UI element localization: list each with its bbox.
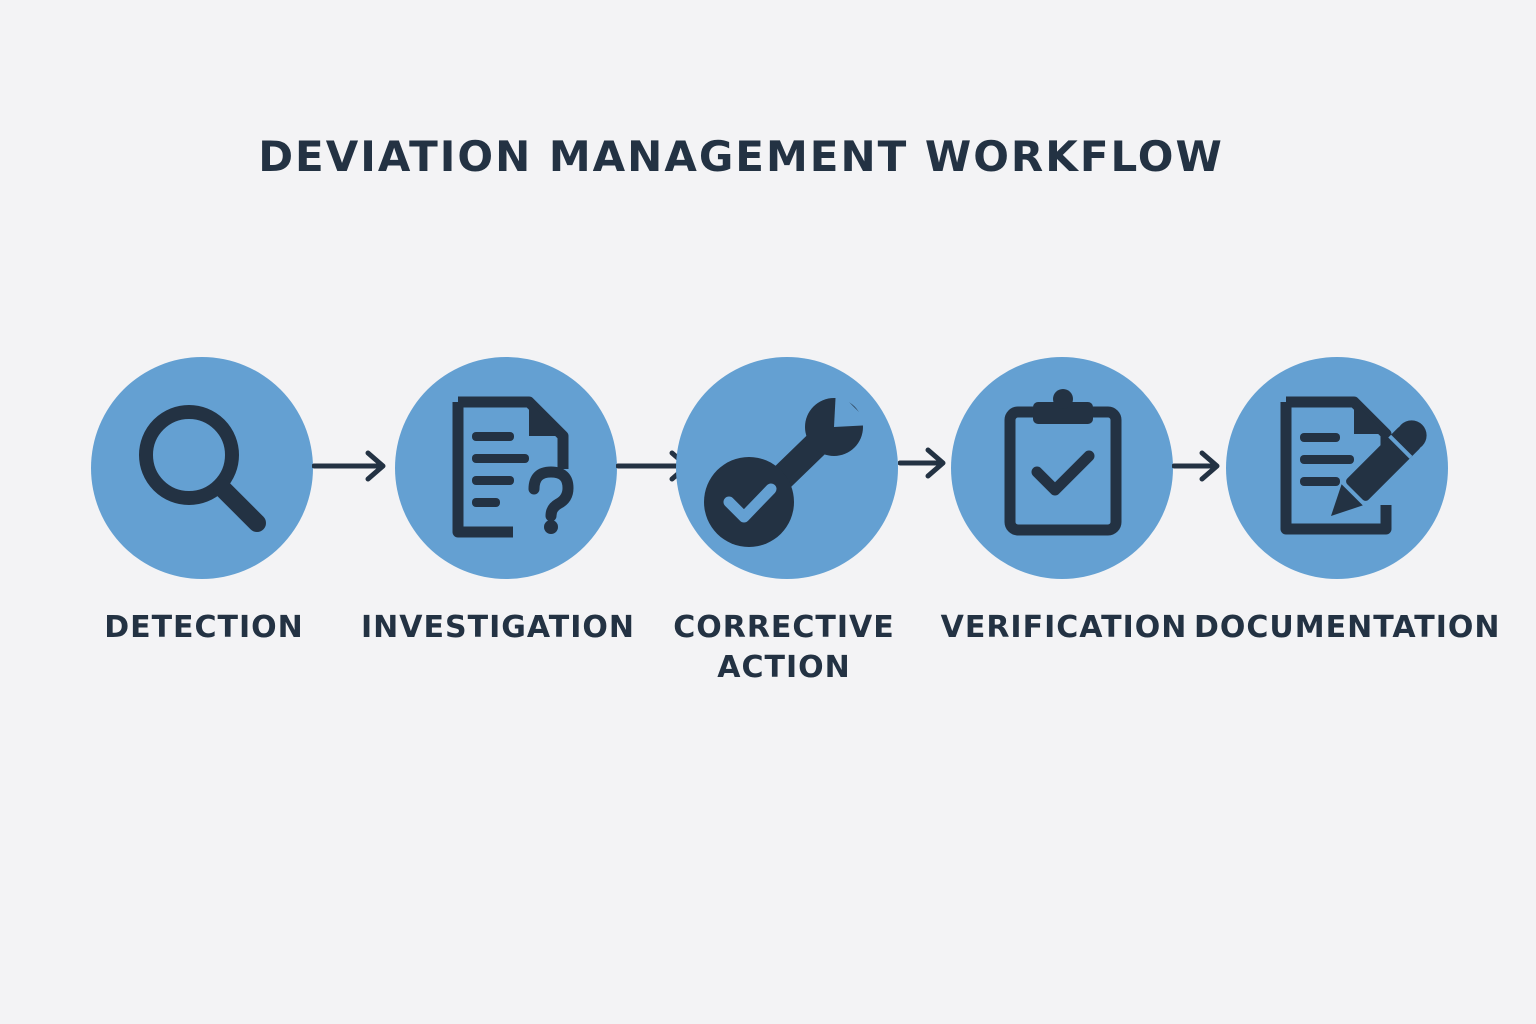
document-pencil-icon — [1280, 396, 1427, 535]
step-label-detection: DETECTION — [104, 610, 304, 645]
step-label-corrective-action: CORRECTIVE ACTION — [673, 610, 895, 685]
arrow-right-icon — [312, 450, 386, 482]
magnifier-icon — [139, 405, 266, 532]
step-label-investigation: INVESTIGATION — [361, 610, 635, 645]
document-question-icon — [452, 396, 574, 538]
step-circle-documentation — [1226, 357, 1448, 579]
page-title: DEVIATION MANAGEMENT WORKFLOW — [258, 132, 1224, 181]
step-circle-investigation — [395, 357, 617, 579]
step-circle-detection — [91, 357, 313, 579]
wrench-check-icon — [704, 389, 872, 547]
step-circle-corrective-action — [676, 357, 898, 579]
step-label-documentation: DOCUMENTATION — [1194, 610, 1501, 645]
step-circle-verification — [951, 357, 1173, 579]
clipboard-check-icon — [1004, 389, 1122, 536]
arrow-right-icon — [898, 447, 946, 479]
arrow-right-icon — [1172, 450, 1220, 482]
step-label-verification: VERIFICATION — [940, 610, 1188, 645]
